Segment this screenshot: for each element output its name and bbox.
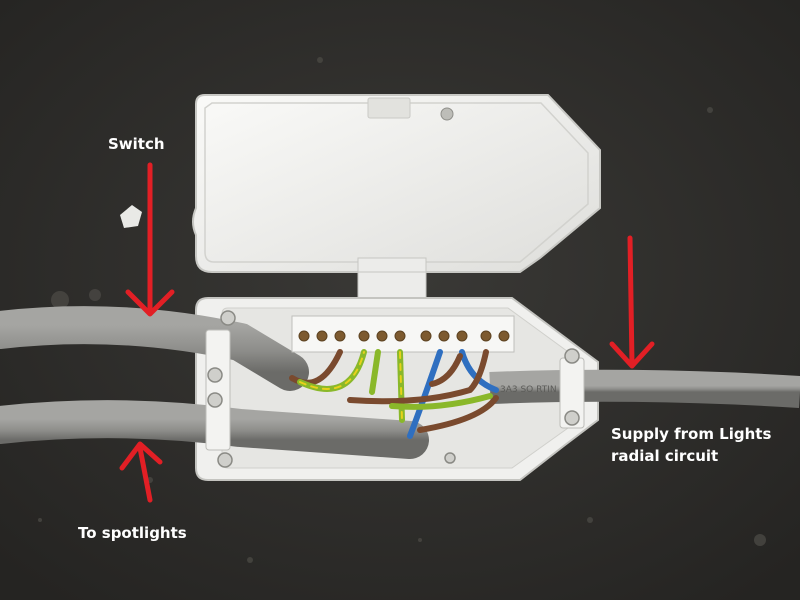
supply-label: Supply from Lights radial circuit	[611, 423, 771, 467]
supply-cable: 3A3 SO RTIN 2010	[489, 369, 800, 408]
floor-speckles	[38, 57, 766, 563]
spotlight-cable	[0, 400, 429, 459]
screws	[207, 310, 580, 468]
arrow-down-icon	[125, 162, 175, 317]
supply-label-line1: Supply from Lights	[611, 425, 772, 443]
switch-label: Switch	[108, 135, 165, 153]
arrow-down-icon	[609, 235, 655, 369]
supply-label-line2: radial circuit	[611, 447, 719, 465]
wires	[289, 349, 499, 439]
spotlights-label: To spotlights	[78, 524, 187, 542]
junction-box-lid	[192, 94, 601, 301]
cable-clamps	[205, 329, 585, 451]
cable-print: 3A3 SO RTIN 2010	[500, 385, 583, 395]
arrow-up-icon	[119, 441, 163, 503]
terminal-block	[291, 315, 515, 353]
debris-fragment	[120, 205, 142, 228]
